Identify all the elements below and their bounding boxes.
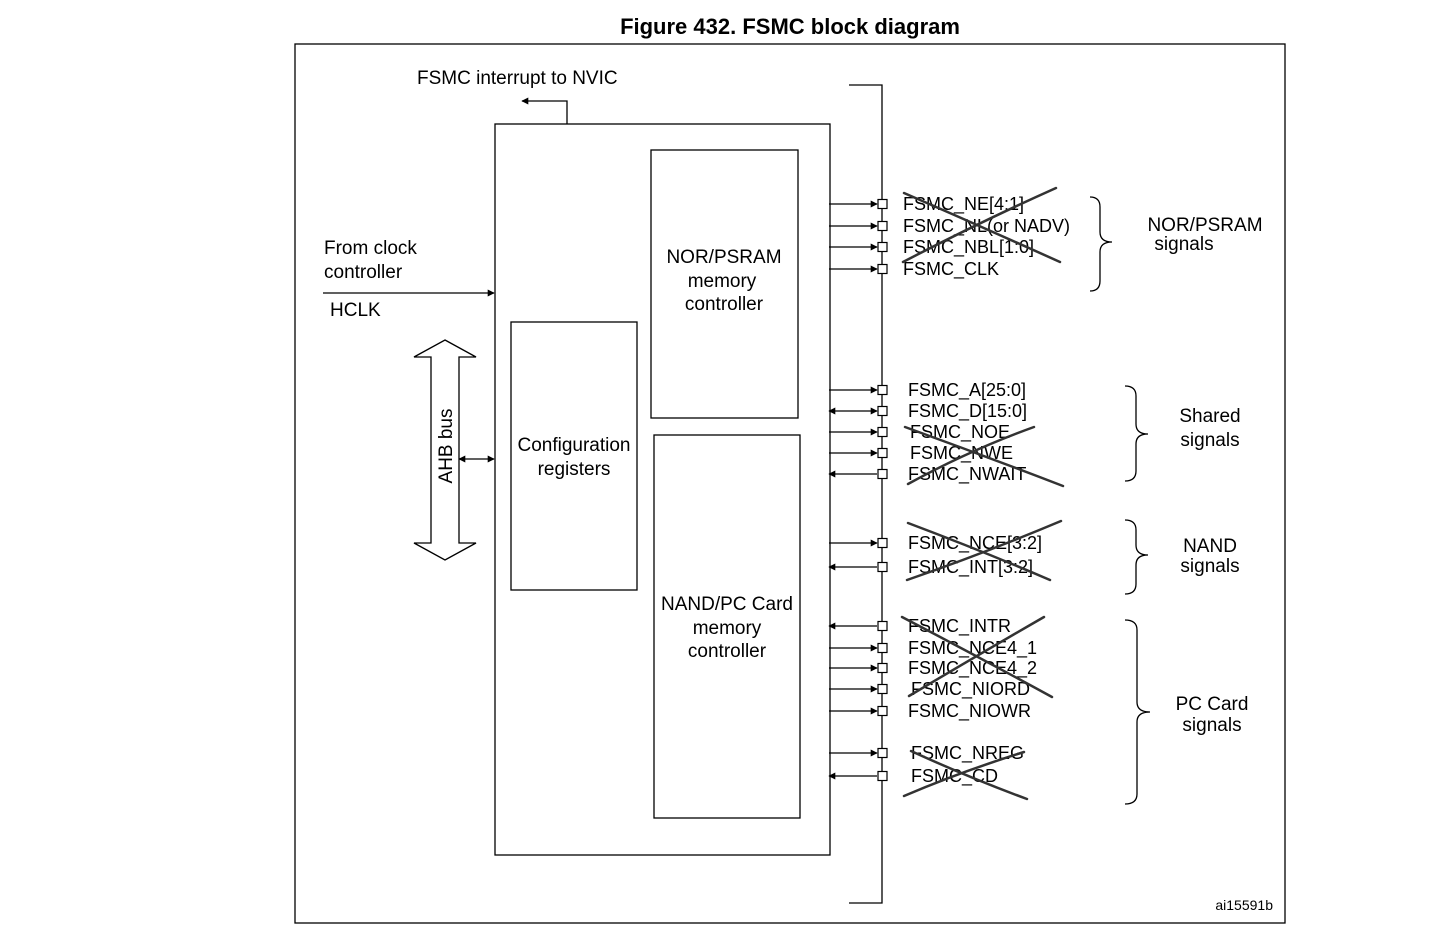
signal-label-fsmc-niord: FSMC_NIORD [911,679,1030,700]
brace-shared [1124,385,1149,482]
group-nor-line1: NOR/PSRAM [1147,215,1262,236]
group-nand-line1: NAND [1183,536,1237,557]
ahb-bus-arrow [413,339,477,561]
pin-square-fsmc-niowr [877,705,888,717]
configuration-registers-block [510,321,638,591]
interrupt-arrow [521,97,568,124]
group-pccard-line2: signals [1182,715,1241,736]
signal-label-fsmc-int-3-2: FSMC_INT[3:2] [908,557,1033,578]
strike-pc-2 [907,615,1046,698]
nand-controller-line3: controller [688,641,767,662]
pin-square-fsmc-nbl-1-0 [877,241,888,253]
nand-controller-line1: NAND/PC Card [661,594,793,615]
figure-frame [294,43,1286,924]
pin-square-fsmc-nl-or-nadv [877,220,888,232]
pin-square-fsmc-intr [877,620,888,632]
nor-controller-line1: NOR/PSRAM [666,247,781,268]
signal-rows: FSMC_NE[4:1]FSMC_NL(or NADV)FSMC_NBL[1:0… [828,194,1070,787]
strike-pc-4 [909,749,1029,801]
nand-pccard-controller-block [653,434,801,819]
pin-bus-bracket [849,84,883,904]
pin-square-fsmc-d-15-0 [877,405,888,417]
group-braces [1089,196,1151,805]
hclk-label: HCLK [330,300,381,321]
interrupt-label: FSMC interrupt to NVIC [417,68,618,89]
pin-square-fsmc-cd [877,770,888,782]
signal-label-fsmc-nce-3-2: FSMC_NCE[3:2] [908,533,1042,554]
signal-label-fsmc-intr: FSMC_INTR [908,616,1011,637]
brace-nor [1089,196,1113,292]
figure-id: ai15591b [1215,897,1273,913]
fsmc-block [494,123,831,856]
signal-label-fsmc-d-15-0: FSMC_D[15:0] [908,401,1027,422]
pin-square-fsmc-niord [877,683,888,695]
signal-label-fsmc-nl-or-nadv: FSMC_NL(or NADV) [903,216,1070,237]
strike-shared-1 [903,425,1065,488]
signal-label-fsmc-nreg: FSMC_NREG [911,743,1024,764]
signal-label-fsmc-niowr: FSMC_NIOWR [908,701,1031,722]
group-nand-line2: signals [1180,556,1239,577]
pin-square-fsmc-nce-3-2 [877,537,888,549]
group-nor-line2: signals [1154,234,1213,255]
figure-title: Figure 432. FSMC block diagram [620,14,960,39]
signal-label-fsmc-noe: FSMC_NOE [910,422,1010,443]
strike-shared-2 [906,425,1036,486]
signal-label-fsmc-a-25-0: FSMC_A[25:0] [908,380,1026,401]
strike-nand-2 [905,519,1063,582]
pin-square-fsmc-nreg [877,747,888,759]
strike-nor-2 [901,186,1058,264]
pin-square-fsmc-clk [877,263,888,275]
pin-square-fsmc-nwait [877,468,888,480]
strike-marks [900,186,1065,801]
group-shared-line2: signals [1180,430,1239,451]
signal-label-fsmc-ne-4-1: FSMC_NE[4:1] [903,194,1024,215]
clock-source-line1: From clock [324,238,417,259]
ahb-bus-label: AHB bus [436,409,457,484]
pin-square-fsmc-int-3-2 [877,561,888,573]
nand-controller-line2: memory [693,618,762,639]
pin-square-fsmc-ne-4-1 [877,198,888,210]
config-registers-line1: Configuration [517,435,630,456]
nor-psram-controller-block [650,149,799,419]
config-registers-line2: registers [538,459,611,480]
pin-square-fsmc-nwe [877,447,888,459]
signal-label-fsmc-nwe: FSMC_NWE [910,443,1013,464]
strike-nor-1 [902,191,1062,264]
signal-label-fsmc-nce4-1: FSMC_NCE4_1 [908,638,1037,659]
pin-square-fsmc-nce4-2 [877,662,888,674]
signal-label-fsmc-nbl-1-0: FSMC_NBL[1:0] [903,237,1034,258]
nor-controller-line2: memory [688,271,757,292]
brace-nand [1124,519,1149,595]
brace-pccard [1124,619,1151,805]
signal-label-fsmc-clk: FSMC_CLK [903,259,999,280]
pin-square-fsmc-nce4-1 [877,642,888,654]
group-shared-line1: Shared [1179,406,1240,427]
nor-controller-line3: controller [685,294,764,315]
pin-square-fsmc-noe [877,426,888,438]
pin-square-fsmc-a-25-0 [877,384,888,396]
signal-label-fsmc-nce4-2: FSMC_NCE4_2 [908,658,1037,679]
group-pccard-line1: PC Card [1176,694,1249,715]
clock-source-line2: controller [324,262,403,283]
